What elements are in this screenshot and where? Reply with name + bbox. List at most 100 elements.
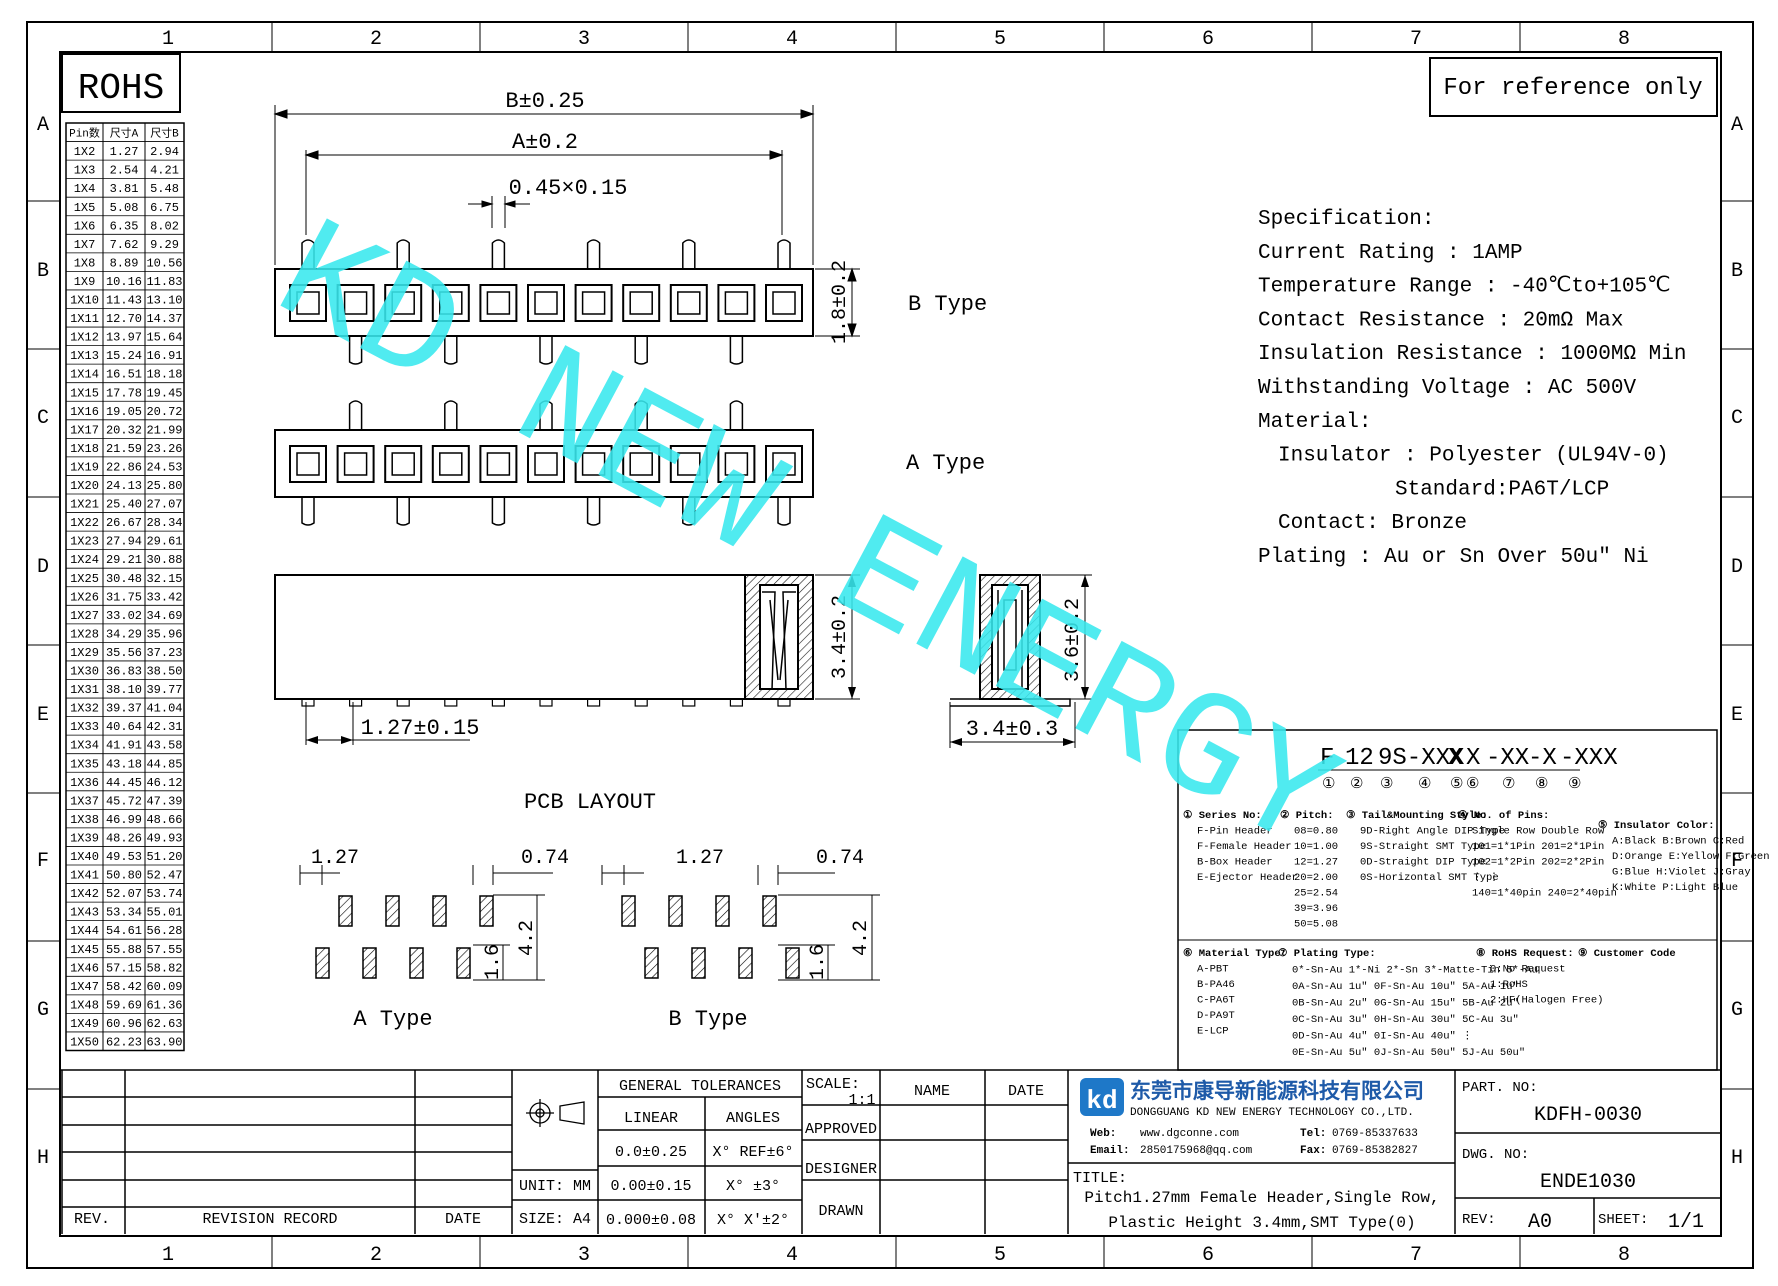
table-cell: 46.99	[106, 813, 142, 827]
table-cell: 1X9	[74, 275, 96, 289]
table-cell: 2.54	[110, 164, 139, 178]
table-cell: 4.21	[150, 164, 179, 178]
rev-value: A0	[1528, 1211, 1552, 1234]
pcb-pad	[479, 895, 494, 927]
pcb-a-pad-width: 0.74	[521, 847, 569, 870]
part-code-segment: 9S-XXX	[1378, 745, 1464, 772]
rohs-box	[61, 53, 181, 113]
dwg-no-value: ENDE1030	[1540, 1171, 1636, 1194]
table-cell: 32.15	[146, 572, 182, 586]
table-cell: 22.86	[106, 460, 142, 474]
cavity	[574, 445, 613, 483]
part-code-segment: X	[1448, 745, 1462, 772]
table-cell: 1X43	[70, 906, 99, 920]
legend-title: ⑦ Plating Type:	[1278, 947, 1376, 960]
pcb-b-pad-height: 1.6	[807, 944, 830, 980]
spec-line: Material:	[1258, 411, 1371, 434]
column-label: 3	[578, 28, 590, 51]
pcb-a-type-label: A Type	[353, 1007, 432, 1032]
cavity-inner	[677, 452, 701, 476]
pin	[777, 239, 791, 269]
side-view	[274, 574, 860, 745]
table-cell: 24.53	[146, 460, 182, 474]
table-cell: 9.29	[150, 238, 179, 252]
table-cell: 61.36	[146, 998, 182, 1012]
table-cell: 58.82	[146, 961, 182, 975]
pcb-layout-b-type	[621, 895, 800, 979]
table-cell: 52.47	[146, 869, 182, 883]
part-code-segment: X	[1466, 745, 1480, 772]
pcb-pad	[409, 947, 424, 979]
pcb-pad	[315, 947, 330, 979]
table-cell: 8.02	[150, 219, 179, 233]
company-name-en: DONGGUANG KD NEW ENERGY TECHNOLOGY CO.,L…	[1130, 1107, 1414, 1119]
table-cell: 5.08	[110, 201, 139, 215]
drawn-label: DRAWN	[818, 1203, 863, 1220]
table-cell: 40.64	[106, 720, 142, 734]
table-cell: 19.05	[106, 405, 142, 419]
end-height-dim: 3.6±0.2	[1062, 598, 1085, 682]
table-cell: 1X4	[74, 182, 96, 196]
row-label: H	[1731, 1147, 1743, 1170]
table-cell: 29.21	[106, 553, 142, 567]
cavity	[479, 445, 518, 483]
pcb-pad	[738, 947, 753, 979]
table-cell: 57.55	[146, 943, 182, 957]
table-cell: 1X8	[74, 256, 96, 270]
side-pin	[777, 698, 791, 707]
table-cell: 6.35	[110, 219, 139, 233]
table-cell: 1X36	[70, 776, 99, 790]
table-cell: 1X28	[70, 627, 99, 641]
spec-line: Insulator : Polyester (UL94V-0)	[1278, 445, 1669, 468]
table-cell: 43.58	[146, 739, 182, 753]
scale-value: 1:1	[848, 1092, 875, 1109]
cavity-inner	[391, 291, 415, 315]
table-cell: 58.42	[106, 980, 142, 994]
table-cell: 23.26	[146, 442, 182, 456]
table-cell: 1X16	[70, 405, 99, 419]
table-cell: 1X7	[74, 238, 96, 252]
table-cell: 34.69	[146, 609, 182, 623]
column-label: 8	[1618, 1244, 1630, 1267]
legend-item: 9S-Straight SMT Type	[1360, 841, 1486, 853]
date-header: DATE	[445, 1211, 481, 1228]
table-cell: 27.07	[146, 498, 182, 512]
email-value[interactable]: 2850175968@qq.com	[1140, 1145, 1253, 1157]
part-code-index: ⑦	[1502, 776, 1515, 793]
legend-item: E-LCP	[1197, 1026, 1229, 1038]
column-label: 5	[994, 1244, 1006, 1267]
name-header: NAME	[914, 1083, 950, 1100]
column-label: 1	[162, 28, 174, 51]
table-cell: 33.02	[106, 609, 142, 623]
table-cell: 11.83	[146, 275, 182, 289]
approved-label: APPROVED	[805, 1121, 877, 1138]
part-code-index: ⑤	[1450, 776, 1463, 793]
table-cell: 1X46	[70, 961, 99, 975]
table-cell: 3.81	[110, 182, 139, 196]
table-cell: 35.56	[106, 646, 142, 660]
pin	[348, 400, 363, 430]
cavity	[336, 284, 375, 322]
row-label: A	[37, 114, 49, 137]
legend-title: ② Pitch:	[1280, 809, 1334, 822]
table-cell: 30.88	[146, 553, 182, 567]
legend-item: 0D-Straight DIP Type	[1360, 857, 1486, 869]
b-type-label: B Type	[908, 292, 987, 317]
web-value[interactable]: www.dgconne.com	[1140, 1128, 1239, 1140]
cavity-inner	[772, 291, 796, 315]
b-type-top-view	[274, 239, 814, 365]
side-pin	[349, 698, 363, 707]
table-cell: 35.96	[146, 627, 182, 641]
row-label: G	[37, 999, 49, 1022]
cavity	[765, 284, 803, 322]
revision-record-header: REVISION RECORD	[202, 1211, 337, 1228]
cavity-inner	[677, 291, 701, 315]
tol-angle-1: X° REF±6°	[712, 1144, 793, 1161]
legend-item: E-Ejector Header	[1197, 872, 1298, 884]
legend-item: 101=1*1Pin 201=2*1Pin	[1472, 841, 1604, 853]
part-code-index: ⑨	[1568, 776, 1581, 793]
table-cell: 6.75	[150, 201, 179, 215]
dwg-no-label: DWG. NO:	[1462, 1147, 1529, 1163]
